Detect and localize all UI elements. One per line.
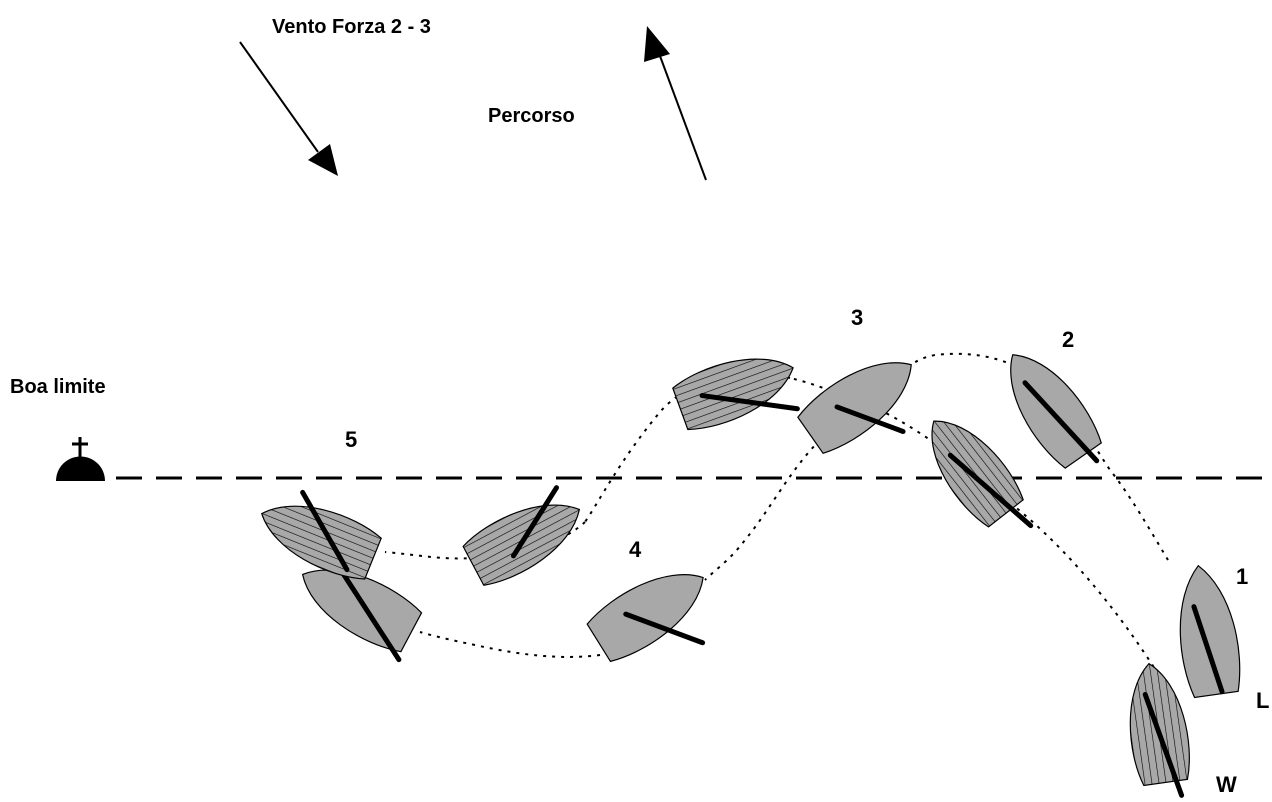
boat-l-pos-2: [1010, 354, 1102, 469]
wind-arrow-icon: [239, 41, 338, 176]
boat-w-pos-1: [1129, 662, 1190, 798]
boat-w-pos-2: [931, 420, 1034, 529]
boat-w-pos-4: [462, 485, 581, 586]
track-leeward-boat: [419, 352, 1169, 658]
position-4-label: 4: [629, 537, 642, 562]
buoy-icon: [56, 437, 105, 481]
boat-l-pos-3: [797, 362, 912, 454]
course-label: Percorso: [488, 105, 575, 127]
position-5-label: 5: [345, 427, 357, 452]
position-1-label: 1: [1236, 564, 1248, 589]
wind-label: Vento Forza 2 - 3: [272, 16, 431, 38]
boat-w-pos-3: [672, 358, 800, 431]
boat-l-pos-1: [1179, 564, 1241, 699]
course-arrow-icon: [644, 26, 707, 181]
buoy-label: Boa limite: [10, 376, 106, 398]
position-3-label: 3: [851, 305, 863, 330]
boat-w-pos-5: [261, 489, 382, 580]
boat-w-label: W: [1216, 772, 1237, 797]
position-2-label: 2: [1062, 327, 1074, 352]
boat-l-pos-4: [586, 574, 706, 663]
boat-l-label: L: [1256, 688, 1269, 713]
